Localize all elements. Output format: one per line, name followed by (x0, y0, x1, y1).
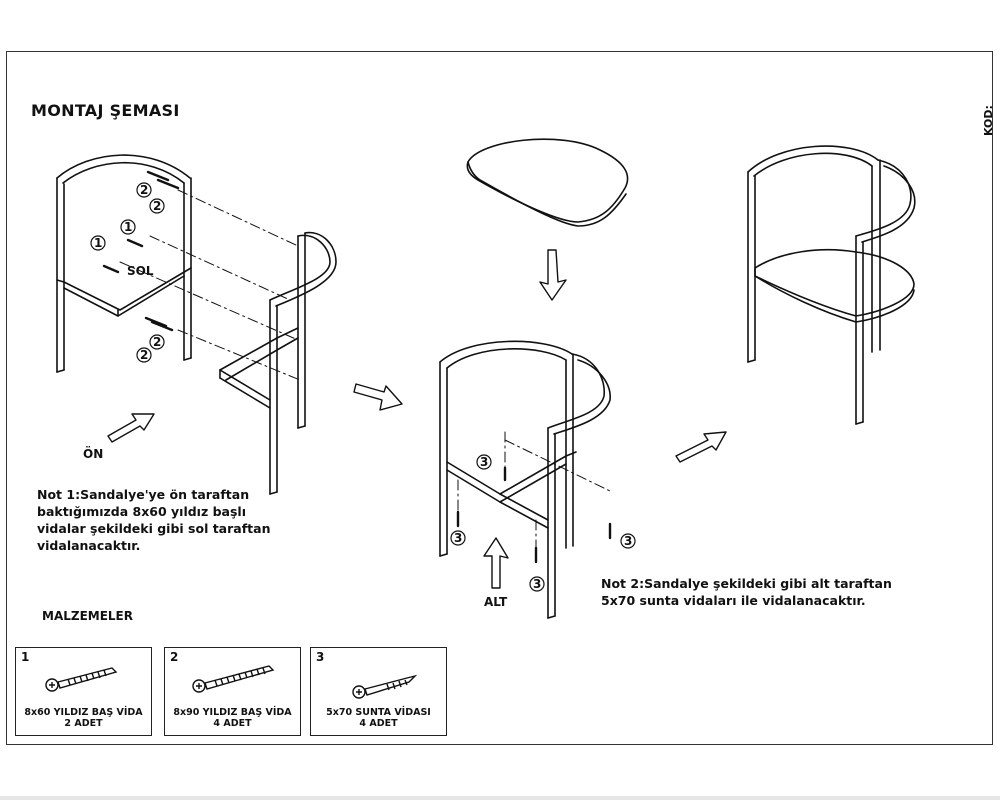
assembled-chair-middle (439, 340, 611, 619)
material-qty: 4 ADET (213, 718, 252, 729)
material-card-2: 2 8x90 YILDIZ BAŞ VİDA 4 ADET (164, 647, 301, 736)
material-name: 8x90 YILDIZ BAŞ VİDA (173, 707, 292, 718)
material-number: 1 (21, 650, 30, 664)
callout-screw-3: 3 (533, 577, 542, 591)
step-arrow-right (353, 383, 403, 411)
back-frame-part (56, 154, 192, 373)
wood-screw-icon (352, 674, 418, 699)
callout-screw-3: 3 (480, 455, 489, 469)
material-card-1: 1 8x60 YILDIZ BAŞ VİDA 2 ADET (15, 647, 152, 736)
callout-screw-1: 1 (124, 220, 133, 234)
long-screw-icon (45, 667, 118, 692)
side-frame-part (219, 231, 337, 495)
front-direction-arrow (107, 413, 155, 443)
callout-screw-2: 2 (140, 183, 149, 197)
material-number: 2 (170, 650, 179, 664)
seat-cushion-part (466, 138, 629, 223)
note-2: Not 2:Sandalye şekildeki gibi alt taraft… (601, 576, 892, 608)
bottom-label: ALT (484, 595, 508, 609)
final-chair (747, 145, 916, 425)
callout-screw-2: 2 (153, 199, 162, 213)
callout-screw-1: 1 (94, 236, 103, 250)
material-name: 5x70 SUNTA VİDASI (326, 707, 431, 718)
note-1: Not 1:Sandalye'ye ön taraftan baktığımız… (37, 487, 271, 553)
material-name: 8x60 YILDIZ BAŞ VİDA (24, 707, 143, 718)
material-number: 3 (316, 650, 325, 664)
bottom-up-arrow (483, 537, 509, 589)
long-screw-icon (192, 665, 275, 693)
callout-screw-2: 2 (140, 348, 149, 362)
page-bottom-divider (0, 796, 1000, 800)
callout-screw-3: 3 (454, 531, 463, 545)
callout-screw-2: 2 (153, 335, 162, 349)
page-title: MONTAJ ŞEMASI (31, 101, 180, 120)
seat-down-arrow (539, 249, 567, 301)
front-label: ÖN (83, 447, 104, 461)
step-arrow-final (675, 431, 727, 463)
material-qty: 4 ADET (359, 718, 398, 729)
callout-screw-3: 3 (624, 534, 633, 548)
left-side-label: SOL (127, 264, 154, 278)
materials-heading: MALZEMELER (42, 609, 133, 623)
drawing-sheet-border (6, 51, 993, 745)
material-qty: 2 ADET (64, 718, 103, 729)
material-card-3: 3 5x70 SUNTA VİDASI 4 ADET (310, 647, 447, 736)
